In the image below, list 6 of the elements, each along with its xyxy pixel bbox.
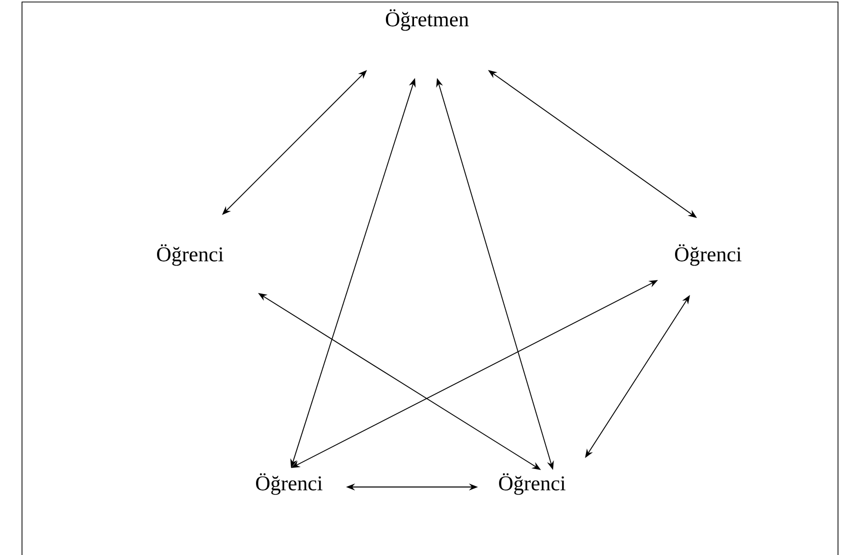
arrow	[222, 70, 367, 215]
node-label: Öğrenci	[675, 244, 742, 266]
node-label: Öğrenci	[256, 473, 322, 495]
node-label: Öğrenci	[157, 244, 224, 266]
node-label: Öğrenci	[499, 473, 566, 495]
node-label: Öğretmen	[386, 9, 469, 31]
